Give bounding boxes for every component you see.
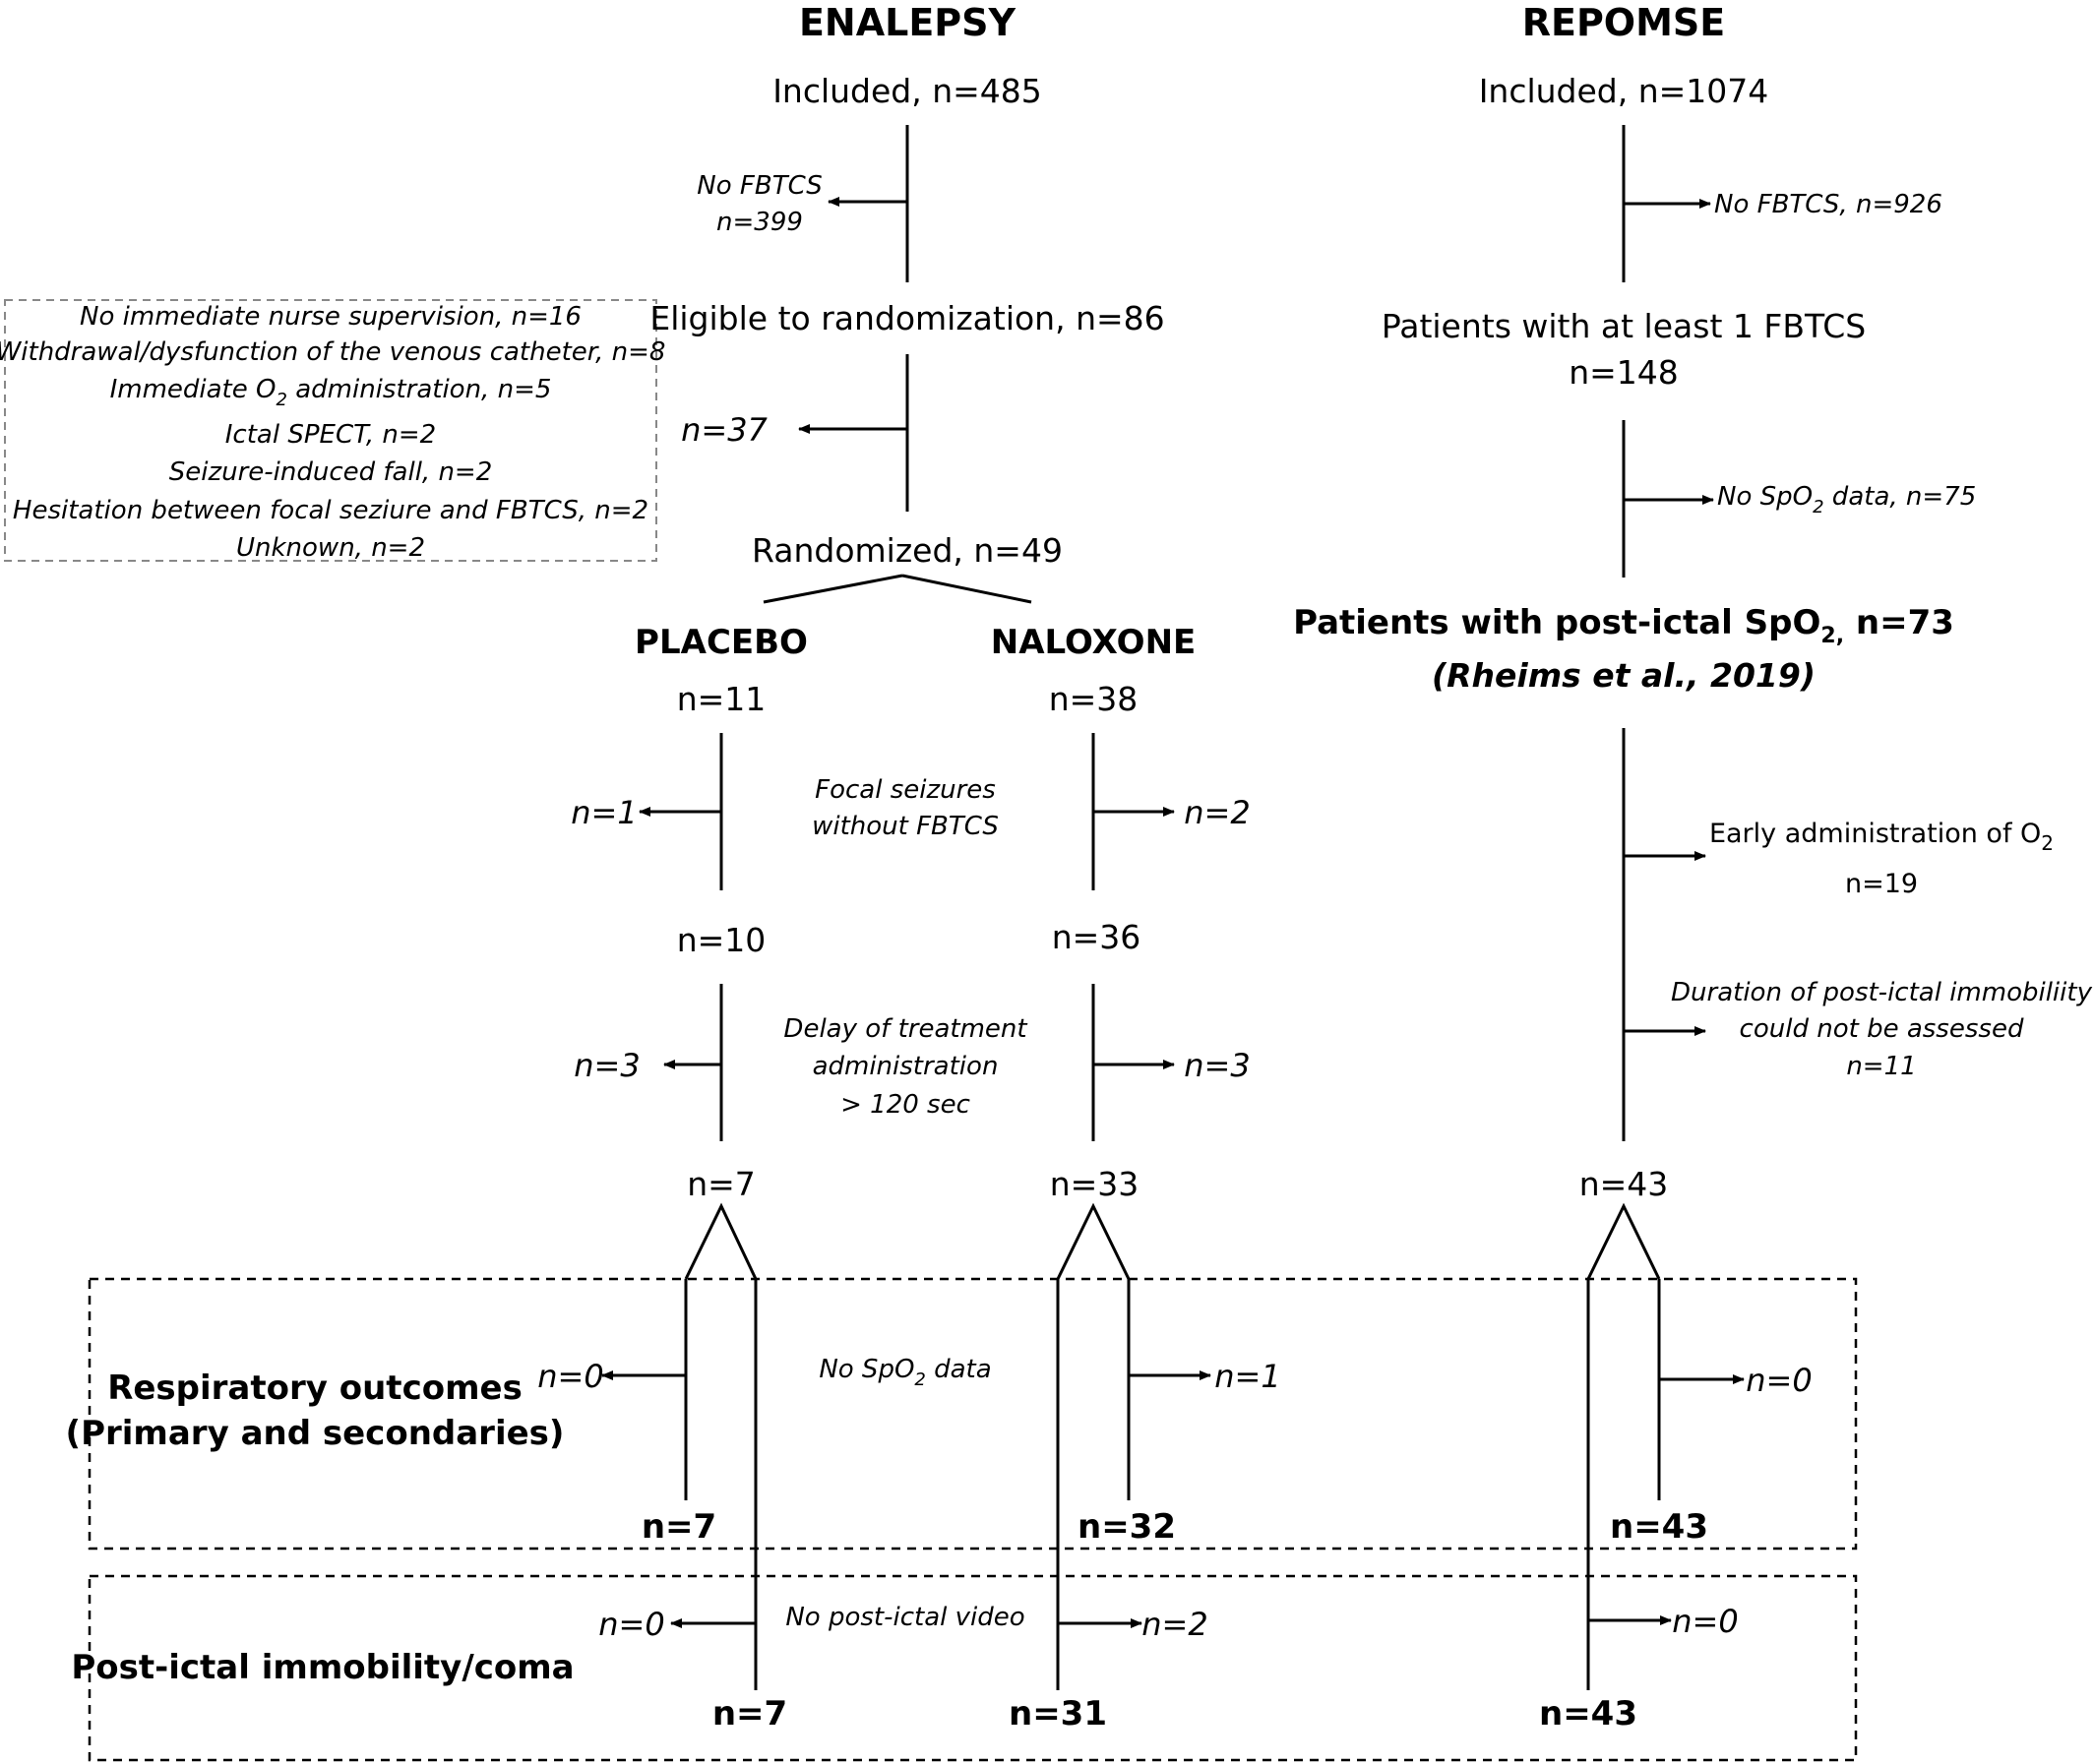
focal-label: Focal seizures <box>815 775 996 805</box>
repomse-excl-spo2: n=0 <box>1746 1362 1812 1399</box>
repomse-fbtcs-line1: Patients with at least 1 FBTCS <box>1382 307 1866 345</box>
naloxone-n-resp: n=32 <box>1078 1507 1176 1547</box>
repomse-title: REPOMSE <box>1522 1 1726 44</box>
randomized-split-right <box>901 574 1032 604</box>
repomse-excl-video: n=0 <box>1672 1603 1738 1640</box>
o2-suffix: administration, n=5 <box>295 375 551 404</box>
placebo-n-resp: n=7 <box>642 1507 716 1547</box>
repomse-n-resp: n=43 <box>1610 1507 1708 1547</box>
naloxone-n-start: n=38 <box>1049 680 1139 718</box>
enalepsy-title: ENALEPSY <box>799 1 1016 44</box>
naloxone-fork <box>1056 1202 1131 1280</box>
exclusion-reason: Unknown, n=2 <box>236 533 425 563</box>
placebo-n-treated: n=7 <box>687 1165 756 1203</box>
repomse-n-immob: n=43 <box>1539 1694 1637 1734</box>
placebo-n-immob: n=7 <box>712 1694 787 1734</box>
repomse-duration: n=11 <box>1846 1052 1916 1081</box>
repomse-citation: (Rheims et al., 2019) <box>1432 656 1816 695</box>
repomse-n-final: n=43 <box>1579 1165 1669 1203</box>
placebo-excl-spo2: n=0 <box>537 1358 603 1395</box>
naloxone-excl-focal: n=2 <box>1184 794 1250 831</box>
delay-label: > 120 sec <box>840 1090 970 1120</box>
o2-subscript: 2 <box>276 390 286 410</box>
naloxone-excl-spo2: n=1 <box>1214 1358 1280 1395</box>
repomse-early-o2-n: n=19 <box>1845 869 1918 899</box>
respiratory-section-label: (Primary and secondaries) <box>66 1414 565 1453</box>
repomse-post-ictal: Patients with post-ictal SpO2, n=73 <box>1293 603 1954 648</box>
enalepsy-randomized: Randomized, n=49 <box>752 531 1063 570</box>
placebo-n-start: n=11 <box>677 680 767 718</box>
exclusion-reason: No immediate nurse supervision, n=16 <box>80 302 582 332</box>
exclusion-reason: Immediate O2 administration, n=5 <box>110 375 552 410</box>
repomse-early-o2: Early administration of O2 <box>1709 819 2054 855</box>
delay-label: Delay of treatment <box>783 1014 1027 1044</box>
exclusion-reasons: No immediate nurse supervision, n=16 Wit… <box>0 302 665 563</box>
naloxone-n-treated: n=33 <box>1050 1165 1139 1203</box>
repomse-duration: Duration of post-ictal immobiliity <box>1671 978 2093 1007</box>
delay-label: administration <box>813 1052 999 1081</box>
naloxone-n-immob: n=31 <box>1009 1694 1107 1734</box>
placebo-excl-focal: n=1 <box>571 794 637 831</box>
repomse-no-spo2: No SpO2 data, n=75 <box>1717 482 1976 517</box>
enalepsy-eligible: Eligible to randomization, n=86 <box>649 299 1164 337</box>
repomse-fbtcs-line2: n=148 <box>1569 353 1679 392</box>
enalepsy-no-fbtcs-count: n=399 <box>716 208 803 237</box>
o2-prefix: Immediate O <box>110 375 277 404</box>
naloxone-excl-delay: n=3 <box>1184 1047 1250 1084</box>
placebo-title: PLACEBO <box>635 623 808 662</box>
respiratory-section-label: Respiratory outcomes <box>107 1369 523 1408</box>
no-spo2-label: No SpO2 data <box>819 1355 991 1390</box>
respiratory-section-box <box>88 1277 1858 1551</box>
placebo-n-after-focal: n=10 <box>677 921 767 959</box>
repomse-included: Included, n=1074 <box>1479 72 1769 110</box>
enalepsy-included: Included, n=485 <box>772 72 1042 110</box>
placebo-excl-video: n=0 <box>598 1606 664 1643</box>
placebo-fork <box>684 1202 758 1280</box>
naloxone-excl-video: n=2 <box>1141 1606 1207 1643</box>
exclusion-reason: Seizure-induced fall, n=2 <box>169 457 493 487</box>
exclusion-reason: Ictal SPECT, n=2 <box>225 420 436 450</box>
repomse-fork <box>1586 1202 1661 1280</box>
placebo-excl-delay: n=3 <box>574 1047 640 1084</box>
randomized-split-left <box>763 574 903 604</box>
exclusion-reason: Hesitation between focal seziure and FBT… <box>13 496 648 525</box>
focal-label: without FBTCS <box>812 812 999 841</box>
immobility-section-box <box>88 1574 1858 1762</box>
immobility-section-label: Post-ictal immobility/coma <box>71 1648 574 1687</box>
naloxone-title: NALOXONE <box>991 623 1197 662</box>
naloxone-n-after-focal: n=36 <box>1052 918 1141 956</box>
no-video-label: No post-ictal video <box>785 1603 1024 1632</box>
exclusion-reason: Withdrawal/dysfunction of the venous cat… <box>0 337 665 367</box>
repomse-no-fbtcs: No FBTCS, n=926 <box>1714 190 1942 219</box>
enalepsy-no-fbtcs-label: No FBTCS <box>697 171 822 201</box>
enalepsy-excluded-n: n=37 <box>681 411 768 449</box>
repomse-duration: could not be assessed <box>1740 1014 2024 1044</box>
